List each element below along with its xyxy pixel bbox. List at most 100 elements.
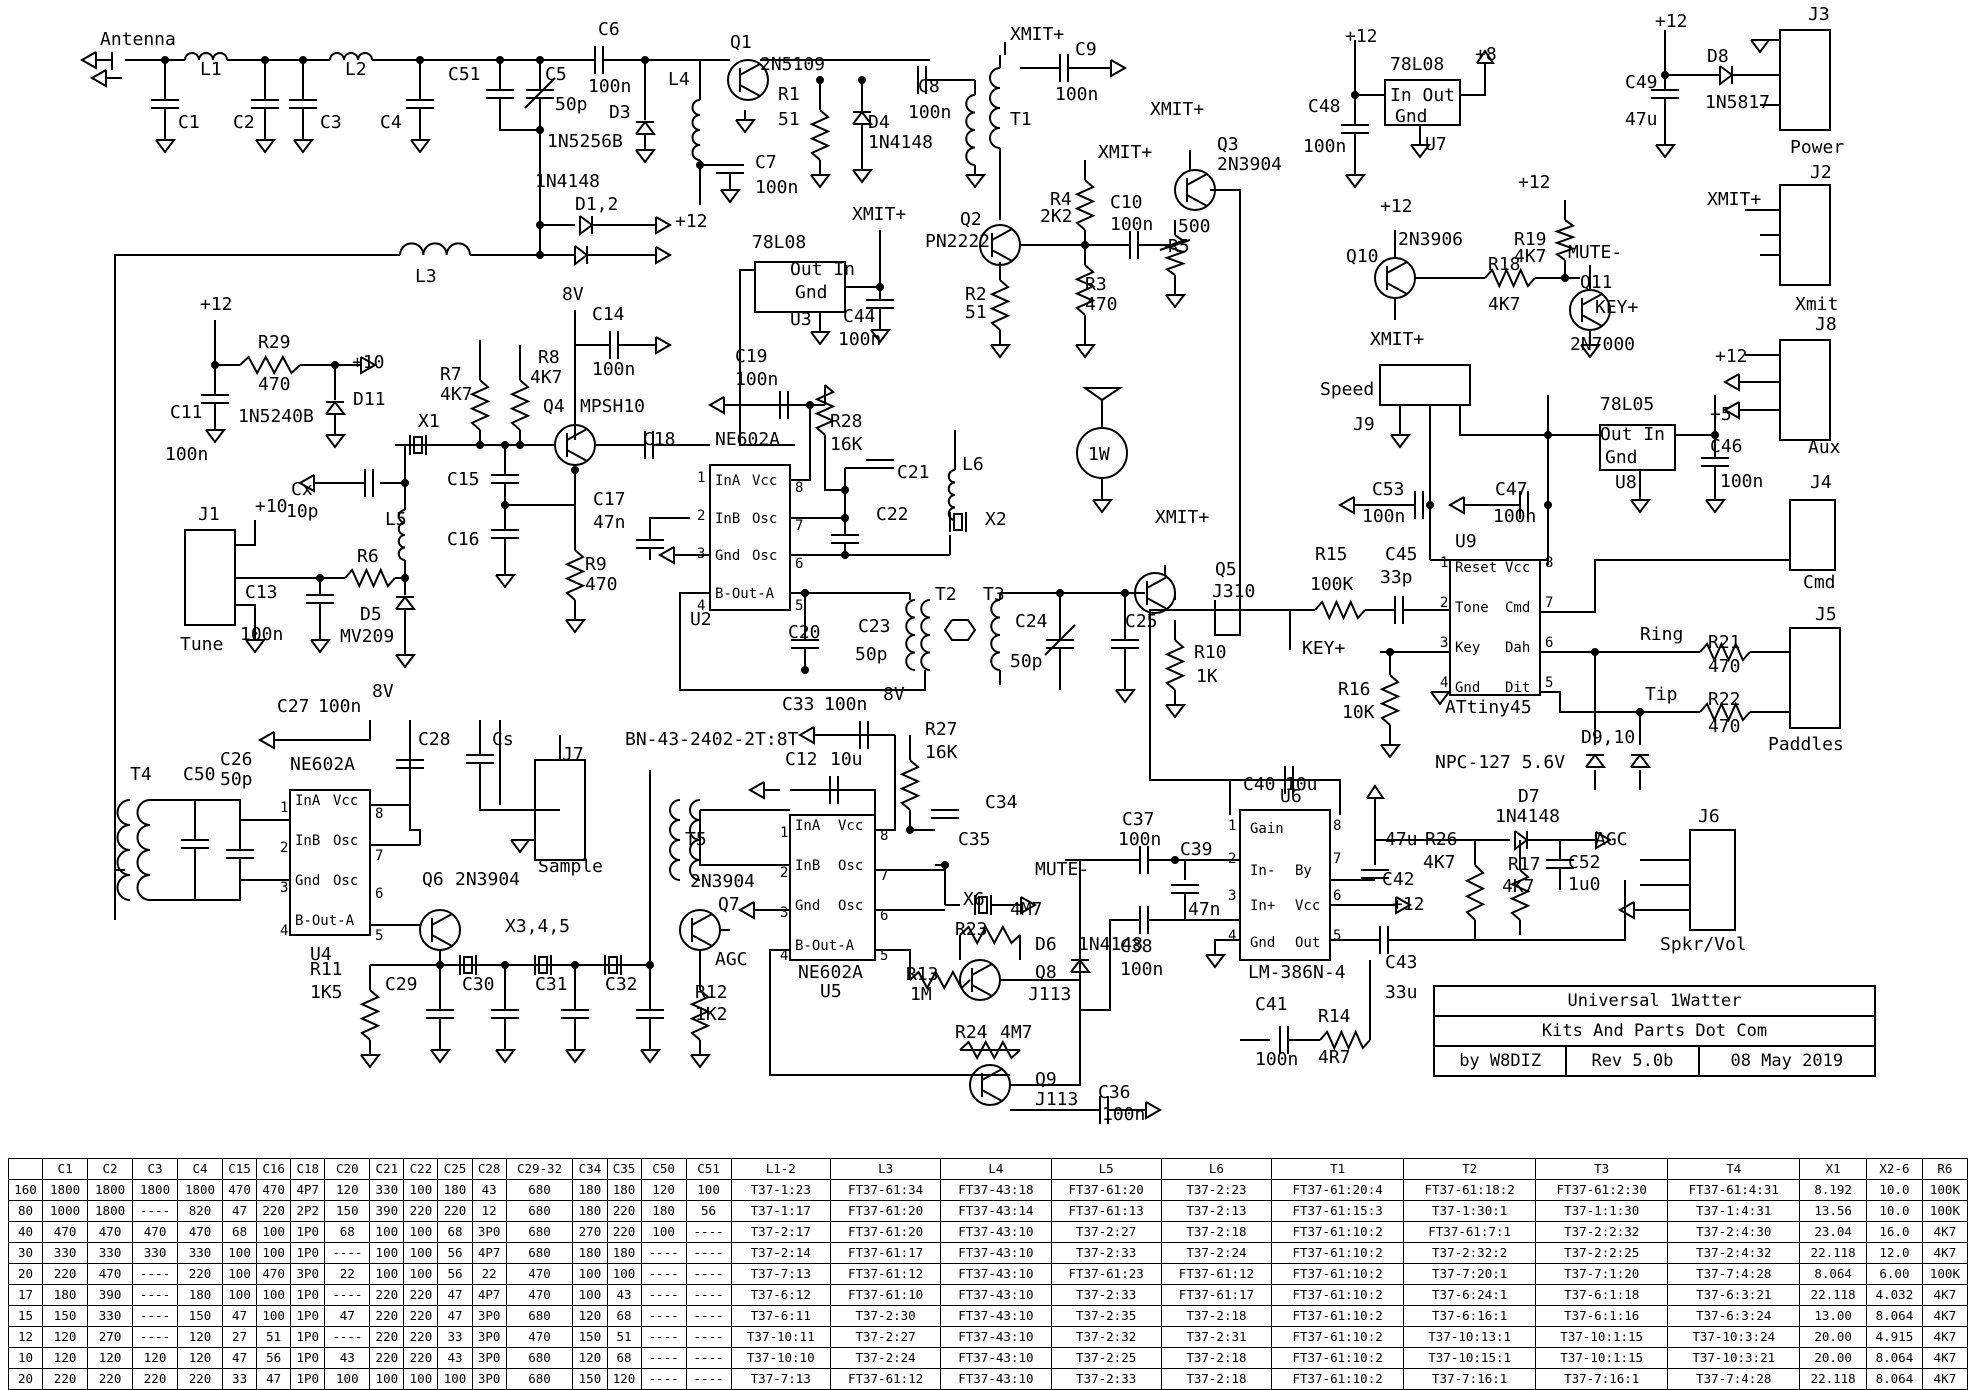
label-c28: C28 bbox=[418, 729, 451, 750]
table-cell: 47 bbox=[222, 1305, 258, 1327]
pin-number: 6 bbox=[880, 908, 888, 924]
label-c38: C38 bbox=[1120, 936, 1153, 957]
table-cell: 1P0 bbox=[290, 1368, 326, 1390]
label-r28v: 16K bbox=[830, 434, 863, 455]
label-u5: U5 bbox=[820, 981, 842, 1002]
capacitor-symbol bbox=[859, 721, 869, 749]
label-q10v: 2N3906 bbox=[1398, 229, 1463, 250]
label-j4: J4 bbox=[1810, 472, 1832, 493]
pin-number: 2 bbox=[697, 508, 705, 524]
table-cell: T37-2:32:2 bbox=[1403, 1242, 1537, 1264]
label-r16: R16 bbox=[1338, 679, 1371, 700]
label-xmit4: XMIT+ bbox=[1707, 189, 1761, 210]
pin-number: 4 bbox=[697, 598, 705, 614]
table-cell: T37-10:15:1 bbox=[1403, 1347, 1537, 1369]
table-cell: FT37-61:23 bbox=[1050, 1263, 1162, 1285]
table-cell: 100 bbox=[256, 1284, 292, 1306]
label-c35: C35 bbox=[958, 829, 991, 850]
capacitor-symbol bbox=[1171, 884, 1199, 894]
junction-dot bbox=[1544, 501, 1552, 509]
regulator-u8 bbox=[1599, 424, 1676, 471]
pin-label: InB bbox=[295, 833, 320, 849]
ground-symbol bbox=[255, 139, 276, 154]
connector-j8 bbox=[1779, 339, 1831, 441]
arrow-up-icon bbox=[1476, 49, 1495, 75]
label-j7: J7 bbox=[562, 744, 584, 765]
label-c27v: 100n bbox=[318, 696, 361, 717]
ground-symbol bbox=[293, 139, 314, 154]
table-cell: 120 bbox=[572, 1305, 608, 1327]
label-u9v: ATtiny45 bbox=[1445, 697, 1532, 718]
table-cell: T37-2:17 bbox=[730, 1221, 831, 1243]
table-cell: 120 bbox=[572, 1347, 608, 1369]
table-cell: 470 bbox=[222, 1179, 258, 1201]
transistor-symbol bbox=[969, 1064, 1011, 1106]
table-cell: 680 bbox=[505, 1179, 574, 1201]
resistor-symbol bbox=[814, 384, 836, 436]
arrow-left-icon bbox=[797, 726, 830, 745]
capacitor-symbol bbox=[931, 809, 959, 819]
ground-symbol bbox=[1205, 954, 1226, 969]
pin-number: 6 bbox=[1545, 635, 1553, 651]
table-cell: 8.064 bbox=[1866, 1305, 1923, 1327]
table-cell: FT37-61:20 bbox=[1050, 1179, 1162, 1201]
label-x1: X1 bbox=[418, 411, 440, 432]
table-cell: T37-1:23 bbox=[730, 1179, 831, 1201]
pin-number: 2 bbox=[280, 840, 288, 856]
table-cell: 180 bbox=[42, 1284, 89, 1306]
table-cell: T37-1:30:1 bbox=[1403, 1200, 1537, 1222]
table-cell: 47 bbox=[222, 1200, 258, 1222]
table-cell: 120 bbox=[606, 1368, 642, 1390]
label-p12d: +12 bbox=[1518, 172, 1551, 193]
table-cell: 3P0 bbox=[471, 1305, 507, 1327]
table-cell: 220 bbox=[606, 1221, 642, 1243]
table-cell: 220 bbox=[403, 1200, 439, 1222]
ground-symbol bbox=[1655, 144, 1676, 159]
pin-number: 8 bbox=[880, 828, 888, 844]
pin-label: Gnd bbox=[1250, 935, 1275, 951]
label-u2v: NE602A bbox=[715, 429, 780, 450]
wire bbox=[235, 604, 256, 640]
label-r23v: 4M7 bbox=[1010, 899, 1043, 920]
label-c52v: 1u0 bbox=[1568, 874, 1601, 895]
wire bbox=[214, 320, 240, 366]
resistor-symbol bbox=[959, 924, 1021, 946]
label-cxv: 10p bbox=[286, 501, 319, 522]
table-cell: 22 bbox=[324, 1263, 371, 1285]
regulator-u7 bbox=[1384, 79, 1461, 126]
table-cell: 680 bbox=[505, 1242, 574, 1264]
label-8v3: 8V bbox=[883, 684, 905, 705]
diode-symbol bbox=[579, 215, 594, 236]
ic-u5-ne602a bbox=[789, 814, 876, 961]
junction-dot bbox=[801, 666, 809, 674]
junction-dot bbox=[1426, 501, 1434, 509]
label-u2: U2 bbox=[690, 609, 712, 630]
diode-symbol bbox=[1514, 830, 1529, 851]
capacitor-symbol bbox=[716, 164, 744, 174]
table-cell: T37-2:23 bbox=[1160, 1179, 1273, 1201]
label-c8: C8 bbox=[918, 76, 940, 97]
ground-symbol bbox=[310, 639, 331, 654]
table-cell: 1000 bbox=[42, 1200, 89, 1222]
label-c49: C49 bbox=[1625, 72, 1658, 93]
pin-label: Vcc bbox=[1505, 560, 1530, 576]
ground-symbol bbox=[325, 434, 346, 449]
pin-number: 2 bbox=[1228, 851, 1236, 867]
table-cell: 330 bbox=[177, 1242, 224, 1264]
label-c50: C50 bbox=[183, 764, 216, 785]
table-cell: T37-7:1:20 bbox=[1535, 1263, 1669, 1285]
ferrite-core-icon bbox=[943, 619, 977, 641]
label-d4v: 1N4148 bbox=[868, 132, 933, 153]
resistor-symbol bbox=[359, 989, 381, 1041]
label-l3: L3 bbox=[415, 266, 437, 287]
table-cell: T37-7:4:28 bbox=[1667, 1368, 1801, 1390]
wire bbox=[235, 520, 256, 546]
table-cell: 51 bbox=[256, 1326, 292, 1348]
label-j8: J8 bbox=[1815, 314, 1837, 335]
label-r19: R19 bbox=[1514, 229, 1547, 250]
label-r15v: 100K bbox=[1310, 574, 1354, 595]
label-u3: U3 bbox=[790, 309, 812, 330]
junction-dot bbox=[841, 551, 849, 559]
